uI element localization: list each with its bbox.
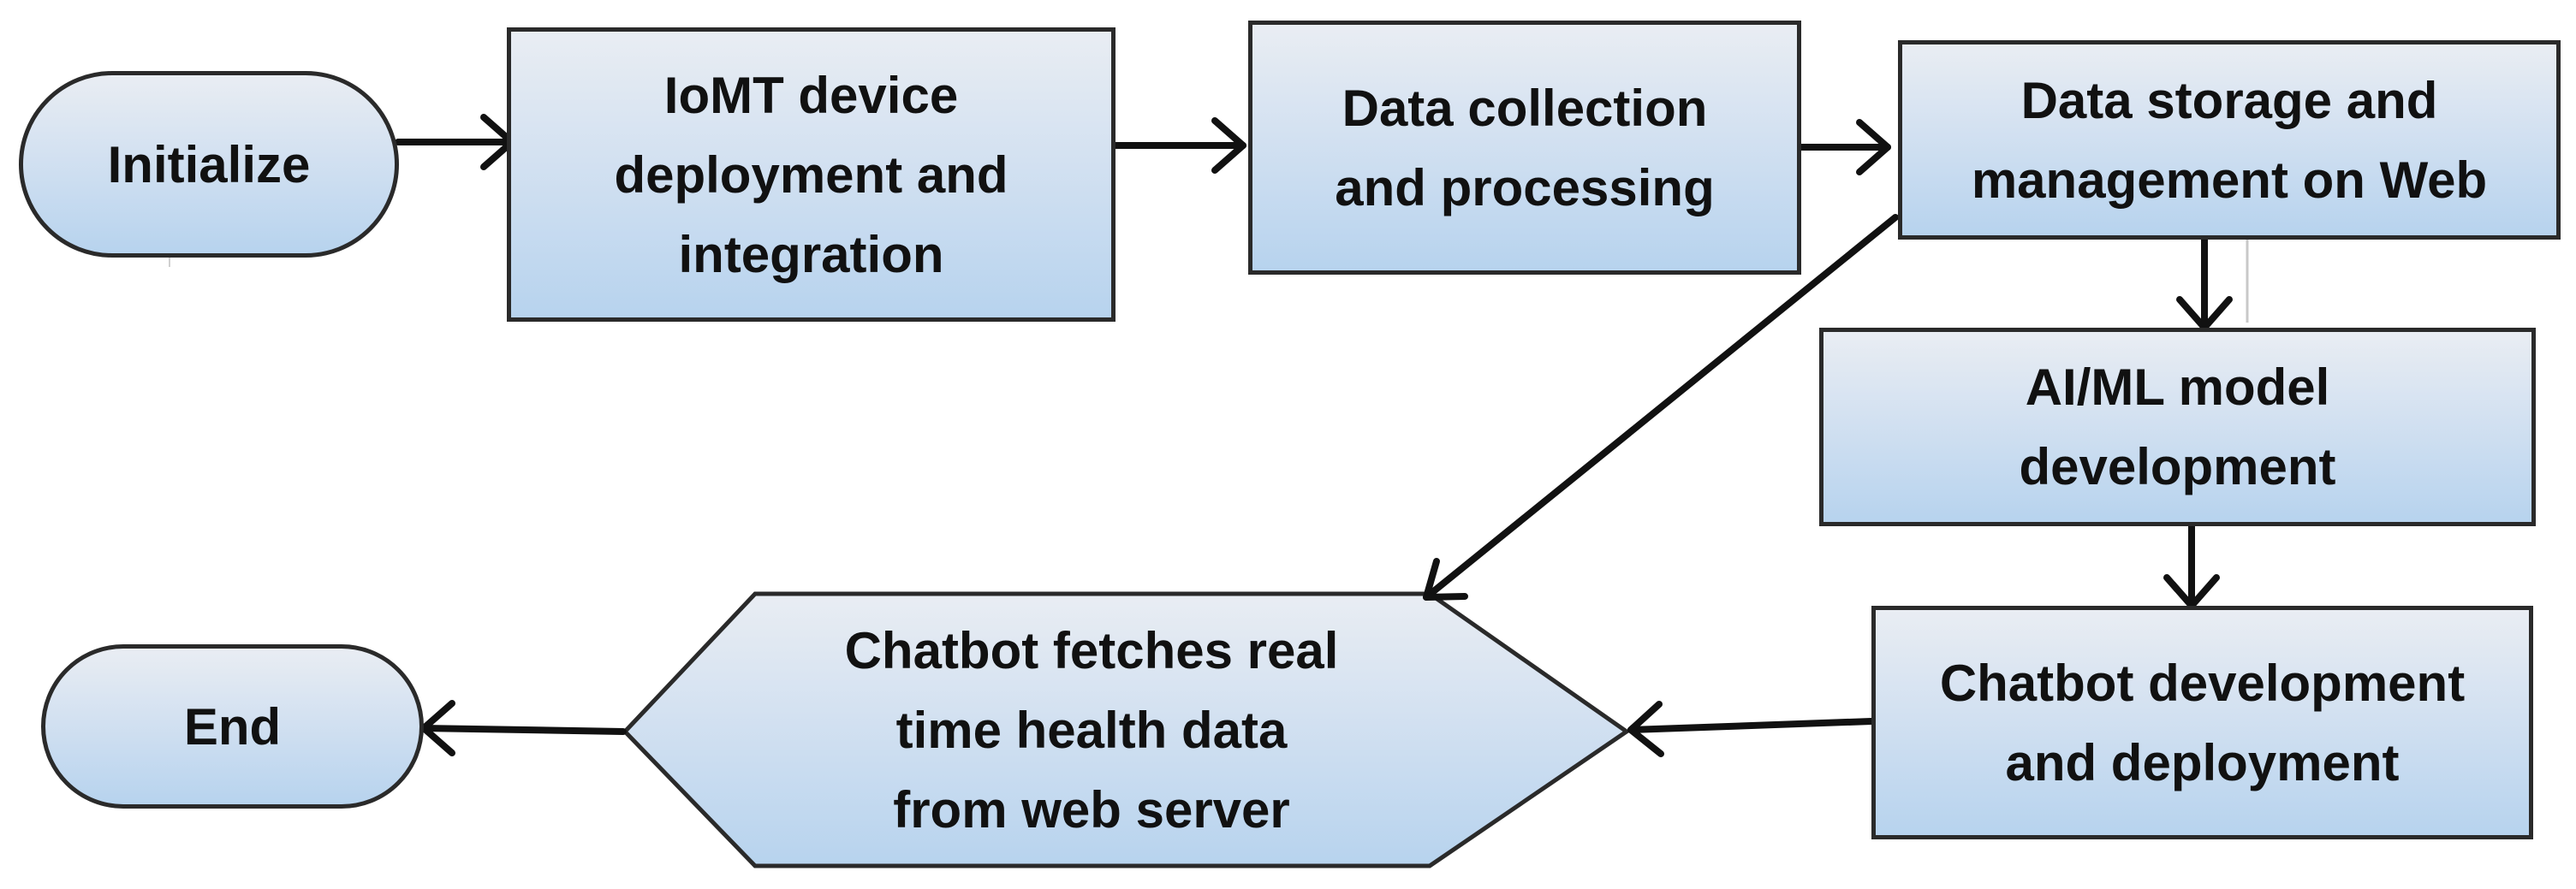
data-storage-node: Data storage and management on Web — [1898, 40, 2561, 240]
chatbot-development-label: Chatbot development and deployment — [1939, 654, 2466, 791]
data-storage-label: Data storage and management on Web — [1971, 71, 2488, 209]
arrow-fetch-to-end — [420, 725, 627, 735]
arrow-chatbot-dev-to-fetch — [1627, 718, 1875, 733]
chatbot-fetch-hexagon — [622, 591, 1631, 868]
aiml-model-label: AI/ML model development — [2019, 359, 2336, 495]
arrowhead-fetch-right — [1627, 701, 1664, 757]
iomt-deployment-node: IoMT device deployment and integration — [507, 27, 1115, 322]
arrowhead-storage — [1856, 119, 1891, 175]
arrowhead-fetch-top — [1423, 558, 1468, 601]
aiml-model-node: AI/ML model development — [1819, 328, 2536, 526]
data-collection-node: Data collection and processing — [1248, 21, 1801, 275]
iomt-deployment-label: IoMT device deployment and integration — [614, 66, 1008, 283]
arrowhead-collection — [1211, 117, 1246, 174]
chatbot-fetch-label: Chatbot fetches real time health data fr… — [844, 621, 1339, 839]
data-collection-label: Data collection and processing — [1335, 79, 1715, 216]
initialize-label: Initialize — [107, 135, 311, 193]
end-label: End — [183, 697, 282, 756]
arrowhead-end — [420, 700, 455, 756]
end-node: End — [41, 644, 424, 809]
chatbot-development-node: Chatbot development and deployment — [1871, 606, 2533, 839]
arrow-storage-to-fetch — [1423, 214, 1899, 601]
chatbot-fetch-node: Chatbot fetches real time health data fr… — [753, 594, 1430, 866]
initialize-node: Initialize — [19, 71, 399, 258]
